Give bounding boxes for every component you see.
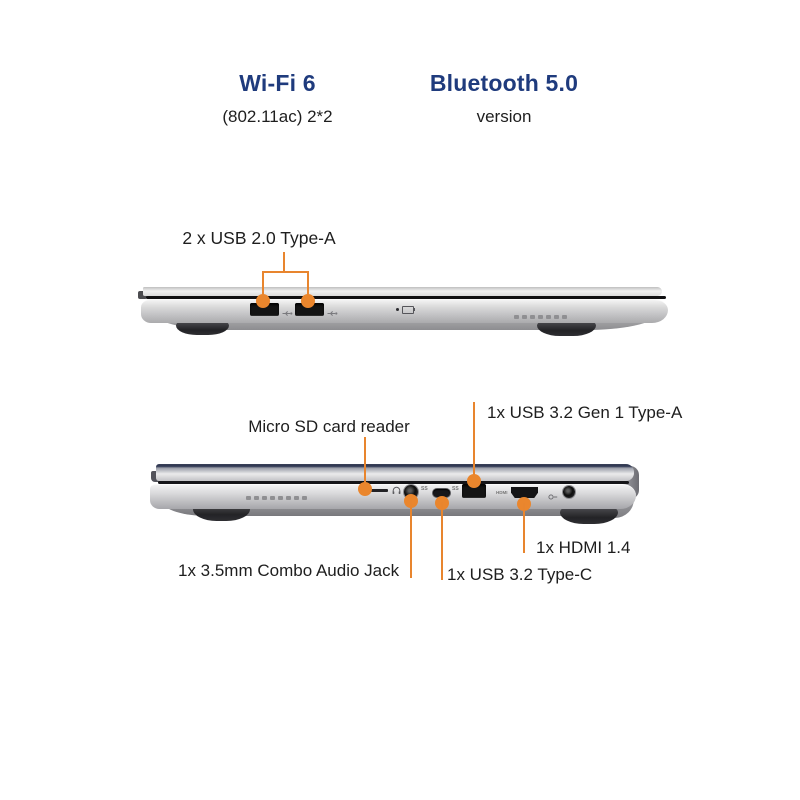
laptop2-vents [246,496,307,500]
laptop1-lid-gap [146,296,666,299]
micro-sd-callout-line [364,437,366,486]
usb2-callout-stem [283,252,285,273]
usb2-callout-dot-left [256,294,270,308]
laptop2-base [150,484,636,509]
laptop1-right-foot [537,322,596,336]
wifi-subtitle: (802.11ac) 2*2 [222,107,333,126]
laptop1-vents [514,315,567,319]
laptop2-left-foot [193,505,250,521]
usb2-port-1 [250,303,279,316]
audio-callout-label: 1x 3.5mm Combo Audio Jack [178,561,400,580]
usb-trident-icon [282,305,293,323]
usb-a-callout-line [473,402,475,478]
laptop2-right-foot [560,508,618,524]
micro-sd-callout-label: Micro SD card reader [248,417,410,436]
hdmi-callout-line [523,503,525,553]
hdmi-callout-label: 1x HDMI 1.4 [536,538,631,557]
usb-a-callout-label: 1x USB 3.2 Gen 1 Type-A [487,403,683,422]
wifi-title: Wi-Fi 6 [239,70,316,96]
laptop1-hinge [138,291,147,299]
laptop1-lid [143,287,662,296]
dc-in-icon [548,488,558,506]
laptop1-base [141,299,668,323]
hdmi-port [511,487,538,498]
battery-icon-nub [413,308,415,311]
status-led-icon [396,308,399,311]
usb-a-callout-dot [467,474,481,488]
superspeed-usb-icon: SS [421,486,428,492]
usb-c-callout-label: 1x USB 3.2 Type-C [447,565,593,584]
laptop1-left-foot [176,322,229,335]
usb-c-port [433,489,450,497]
headphone-icon [392,482,401,500]
audio-callout-line [410,500,412,578]
laptop2-lid [156,464,634,481]
dc-power-jack [563,486,575,498]
laptop2-lid-hinge-wedge [151,471,160,482]
bluetooth-title: Bluetooth 5.0 [429,70,579,96]
usb2-callout-drop-left [262,271,264,298]
superspeed-usb-icon: SS [452,486,459,492]
usb2-port-2 [295,303,324,316]
laptop2-lid-gap [158,481,629,484]
usb2-callout-dot-right [301,294,315,308]
hdmi-engraving: HDMI [496,490,508,495]
micro-sd-callout-dot [358,482,372,496]
bluetooth-subtitle: version [476,107,532,126]
usb2-callout-drop-right [307,271,309,298]
usb-trident-icon [327,305,338,323]
usb2-callout-label: 2 x USB 2.0 Type-A [182,228,336,248]
micro-sd-slot [371,489,388,492]
usb2-callout-bridge [262,271,309,273]
usb-c-callout-line [441,502,443,580]
usb-a-port [462,484,486,498]
